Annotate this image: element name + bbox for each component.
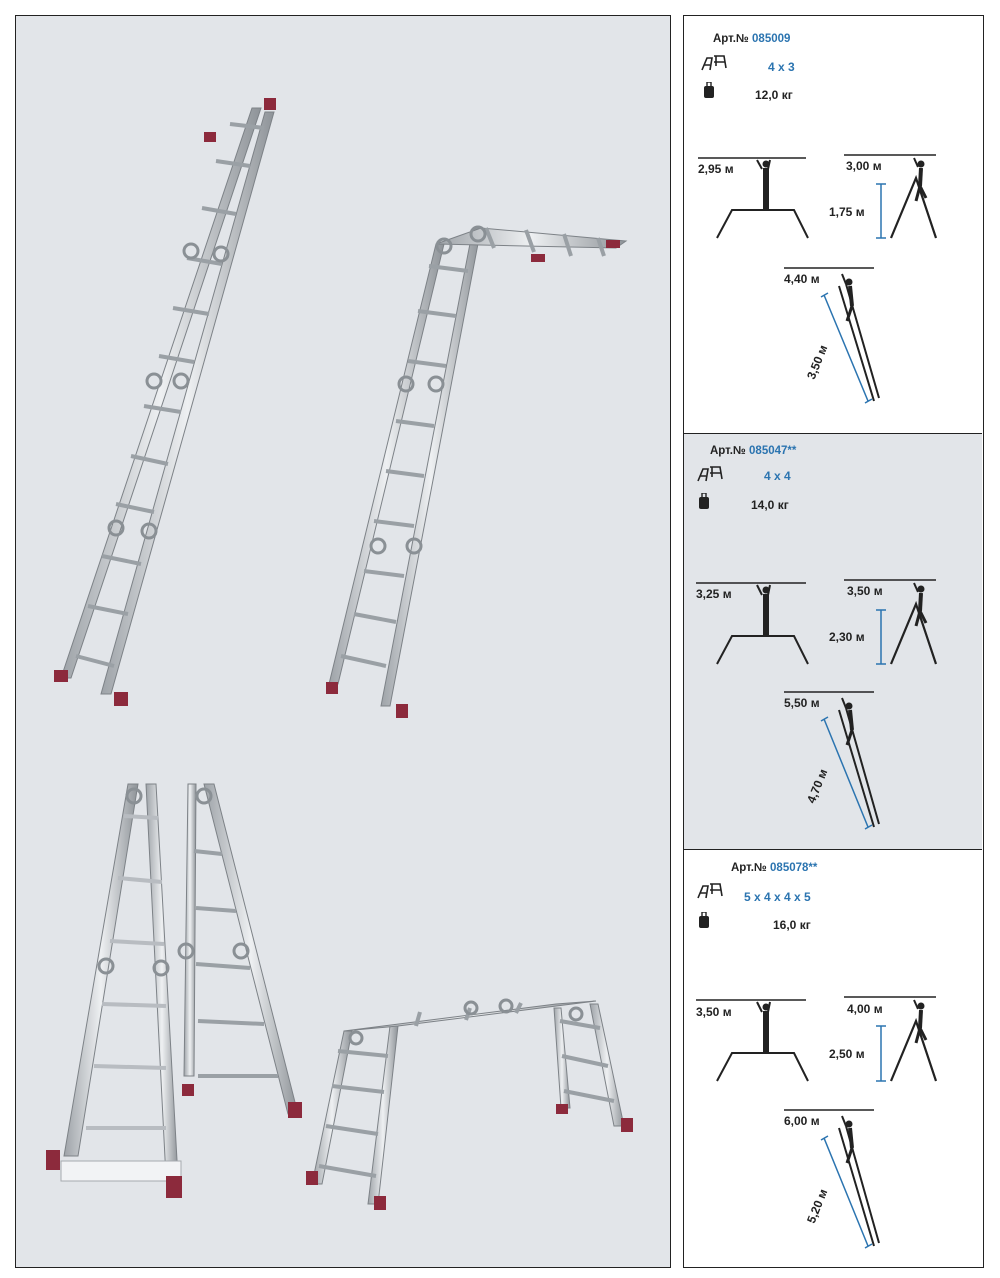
- stepladder-height: 2,50 м: [829, 1047, 865, 1061]
- platform-height: 3,50 м: [696, 1005, 732, 1019]
- configuration-value: 4 x 4: [764, 469, 791, 483]
- spec-block-085009: Арт.№ 085009 4 x 3 12,0 кг: [684, 16, 982, 434]
- article-number: Арт.№ 085078**: [731, 862, 817, 874]
- spec-column: Арт.№ 085009 4 x 3 12,0 кг: [683, 15, 984, 1268]
- article-label: Арт.№: [710, 445, 746, 457]
- product-photo-panel: [15, 15, 671, 1268]
- ladder-illustrations: [46, 98, 633, 1210]
- ladder-config-icon: [697, 466, 723, 482]
- configuration-value: 4 x 3: [768, 60, 795, 74]
- usage-diagrams: [698, 154, 938, 404]
- platform-ladder-image: [306, 998, 633, 1210]
- weight-value: 14,0 кг: [751, 498, 789, 512]
- stepladder-reach: 4,00 м: [847, 1002, 883, 1016]
- leaning-reach: 4,40 м: [784, 272, 820, 286]
- person-figure-platform: [756, 584, 771, 636]
- person-figure-leaning: [841, 697, 854, 746]
- stepladder-reach: 3,00 м: [846, 159, 882, 173]
- ladder-config-icon: [701, 55, 727, 71]
- usage-diagrams: [696, 996, 938, 1249]
- platform-height: 3,25 м: [696, 587, 732, 601]
- person-figure-platform: [756, 1001, 771, 1053]
- stepladder-image: [46, 783, 302, 1198]
- spec-block-085047: Арт.№ 085047** 4 x 4 14,0 кг: [684, 434, 982, 850]
- article-label: Арт.№: [731, 862, 767, 874]
- article-number: Арт.№ 085047**: [710, 445, 796, 457]
- person-figure-stepladder: [913, 999, 928, 1044]
- article-number: Арт.№ 085009: [713, 33, 790, 45]
- leaning-reach: 5,50 м: [784, 696, 820, 710]
- weight-icon: [699, 912, 709, 928]
- stepladder-height: 2,30 м: [829, 630, 865, 644]
- configuration-value: 5 x 4 x 4 x 5: [744, 890, 811, 904]
- leaning-reach: 6,00 м: [784, 1114, 820, 1128]
- weight-value: 12,0 кг: [755, 88, 793, 102]
- platform-height: 2,95 м: [698, 162, 734, 176]
- spec-block-085078: Арт.№ 085078** 5 x 4 x 4 x 5 16,0 кг: [684, 850, 982, 1266]
- stepladder-reach: 3,50 м: [847, 584, 883, 598]
- article-value: 085009: [752, 33, 791, 45]
- ladder-config-icon: [697, 883, 723, 899]
- article-label: Арт.№: [713, 33, 749, 45]
- wall-ladder-image: [326, 225, 628, 718]
- weight-value: 16,0 кг: [773, 918, 811, 932]
- article-value: 085078**: [770, 862, 818, 874]
- usage-diagrams: [696, 579, 938, 830]
- stepladder-height: 1,75 м: [829, 205, 865, 219]
- article-value: 085047**: [749, 445, 797, 457]
- straight-ladder-image: [54, 98, 276, 706]
- person-figure-platform: [756, 159, 771, 210]
- person-figure-leaning: [841, 273, 854, 322]
- weight-icon: [699, 493, 709, 509]
- weight-icon: [704, 82, 714, 98]
- person-figure-stepladder: [913, 582, 928, 627]
- person-figure-leaning: [841, 1115, 854, 1164]
- person-figure-stepladder: [913, 157, 928, 202]
